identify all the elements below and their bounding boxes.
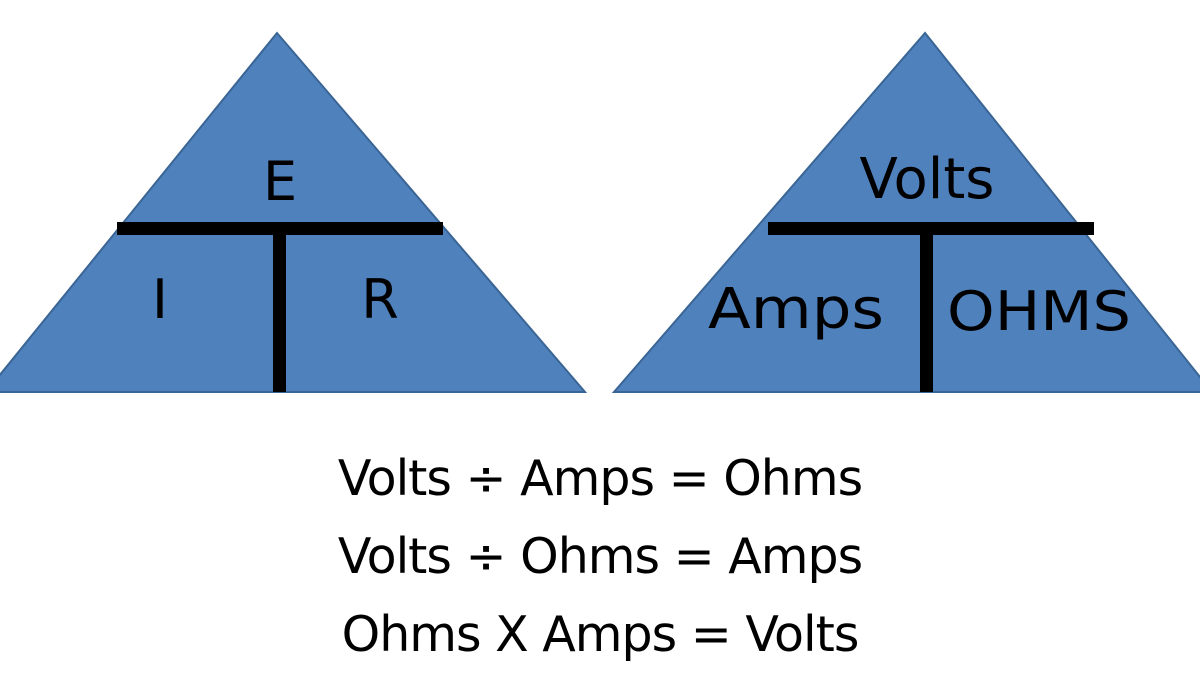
right-bottom-left-label: Amps	[708, 277, 884, 342]
left-top-label: E	[263, 150, 297, 213]
right-triangle: Volts Amps OHMS	[611, 31, 1200, 393]
equation-volts: Ohms X Amps = Volts	[341, 606, 860, 663]
equation-amps: Volts ÷ Ohms = Amps	[337, 528, 863, 585]
equations-block: Volts ÷ Amps = Ohms Volts ÷ Ohms = Amps …	[0, 440, 1200, 674]
left-bottom-left-label: I	[152, 268, 168, 331]
left-triangle: E I R	[0, 31, 588, 393]
right-vertical-divider	[920, 228, 933, 392]
left-bottom-right-label: R	[361, 268, 399, 331]
right-top-label: Volts	[860, 147, 995, 212]
right-triangle-shape	[611, 31, 1200, 393]
left-vertical-divider	[273, 228, 286, 392]
equation-ohms: Volts ÷ Amps = Ohms	[337, 450, 863, 507]
right-bottom-right-label: OHMS	[947, 280, 1131, 343]
